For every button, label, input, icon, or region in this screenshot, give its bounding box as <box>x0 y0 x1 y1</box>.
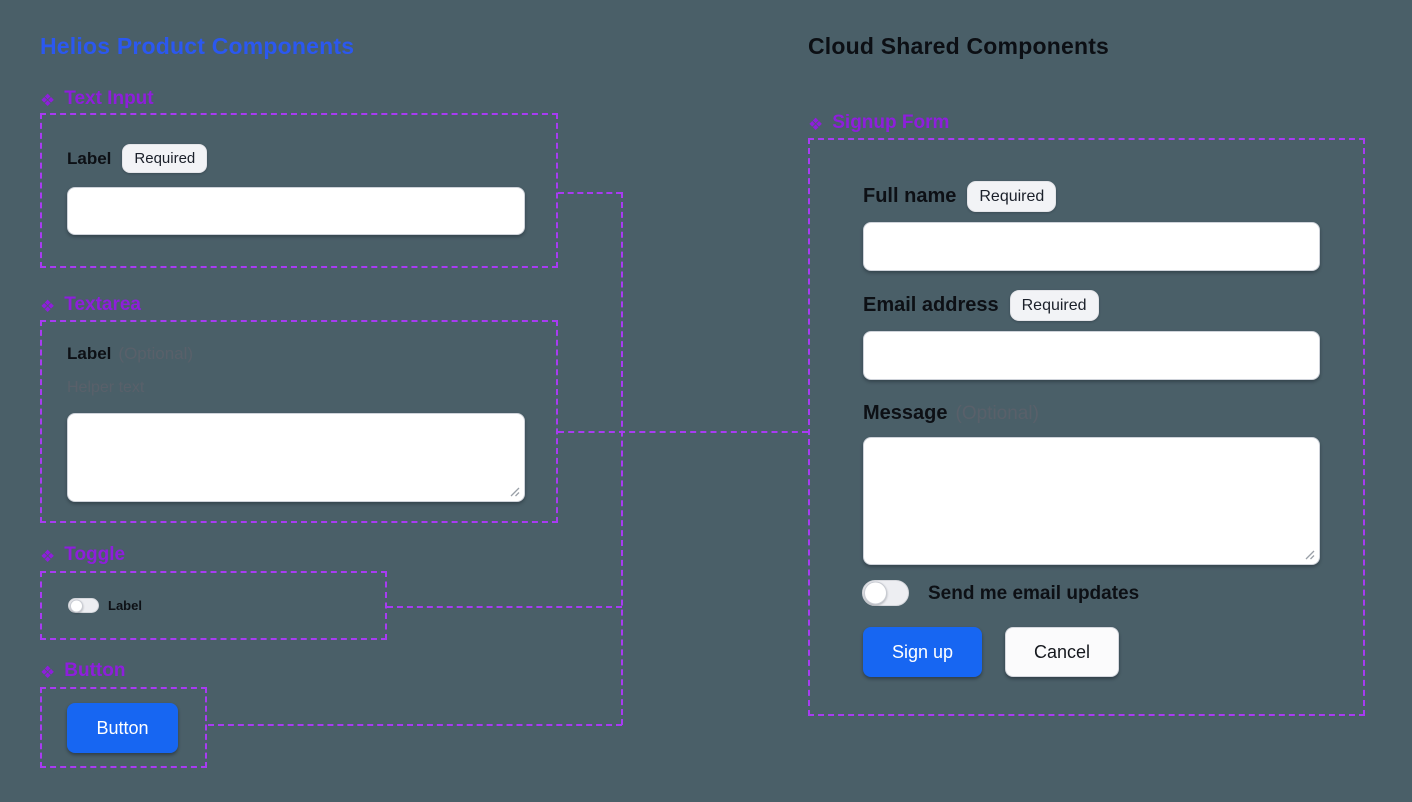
optional-text: (Optional) <box>118 344 194 363</box>
text-input-field[interactable] <box>67 187 525 235</box>
section-header-label: Textarea <box>64 294 142 315</box>
section-header-label: Toggle <box>64 544 126 565</box>
textarea-component-frame <box>40 320 558 523</box>
required-badge: Required <box>1009 290 1099 321</box>
left-column-title: Helios Product Components <box>40 33 355 59</box>
section-header-text-input: ❖ Text Input <box>40 88 154 110</box>
section-header-button: ❖ Button <box>40 660 125 682</box>
toggle-switch[interactable] <box>68 598 99 613</box>
field-label: Label <box>67 148 112 168</box>
email-updates-toggle[interactable] <box>862 580 909 606</box>
text-input-label-row: Label Required <box>67 144 208 173</box>
email-input[interactable] <box>863 331 1320 380</box>
component-icon: ❖ <box>808 114 824 134</box>
field-label: Message <box>863 402 948 424</box>
connector-toggle <box>387 606 622 608</box>
message-label-row: Message (Optional) <box>863 402 1039 425</box>
section-header-label: Text Input <box>64 88 154 109</box>
component-icon: ❖ <box>40 296 56 316</box>
email-label-row: Email address Required <box>863 290 1099 321</box>
message-textarea[interactable] <box>863 437 1320 565</box>
toggle-label: Label <box>108 598 142 613</box>
required-badge: Required <box>967 181 1057 212</box>
section-header-label: Button <box>64 660 126 681</box>
toggle-component-frame <box>40 571 387 640</box>
required-badge: Required <box>122 144 208 173</box>
connector-textarea-to-form <box>558 431 808 433</box>
full-name-input[interactable] <box>863 222 1320 271</box>
field-label: Full name <box>863 185 957 207</box>
connector-trunk <box>621 192 623 725</box>
helper-text: Helper text <box>67 379 145 396</box>
textarea-label-row: Label (Optional) <box>67 344 193 364</box>
section-header-toggle: ❖ Toggle <box>40 544 125 566</box>
section-header-signup-form: ❖ Signup Form <box>808 112 949 134</box>
signup-form-frame <box>808 138 1365 716</box>
textarea-field[interactable] <box>67 413 525 502</box>
toggle-knob <box>864 581 887 605</box>
connector-button <box>208 724 622 726</box>
section-header-label: Signup Form <box>832 112 950 133</box>
sample-button[interactable]: Button <box>67 703 178 753</box>
optional-text: (Optional) <box>955 402 1039 424</box>
toggle-knob <box>70 599 83 612</box>
component-icon: ❖ <box>40 90 56 110</box>
component-icon: ❖ <box>40 662 56 682</box>
connector-text-input <box>558 192 622 194</box>
button-component-frame <box>40 687 207 768</box>
full-name-label-row: Full name Required <box>863 181 1057 212</box>
sign-up-button[interactable]: Sign up <box>863 627 982 677</box>
right-column-title: Cloud Shared Components <box>808 33 1110 59</box>
email-updates-label: Send me email updates <box>928 583 1140 604</box>
cancel-button[interactable]: Cancel <box>1005 627 1119 677</box>
field-label: Email address <box>863 294 999 316</box>
field-label: Label <box>67 344 112 363</box>
section-header-textarea: ❖ Textarea <box>40 294 141 316</box>
text-input-component-frame <box>40 113 558 268</box>
component-icon: ❖ <box>40 546 56 566</box>
